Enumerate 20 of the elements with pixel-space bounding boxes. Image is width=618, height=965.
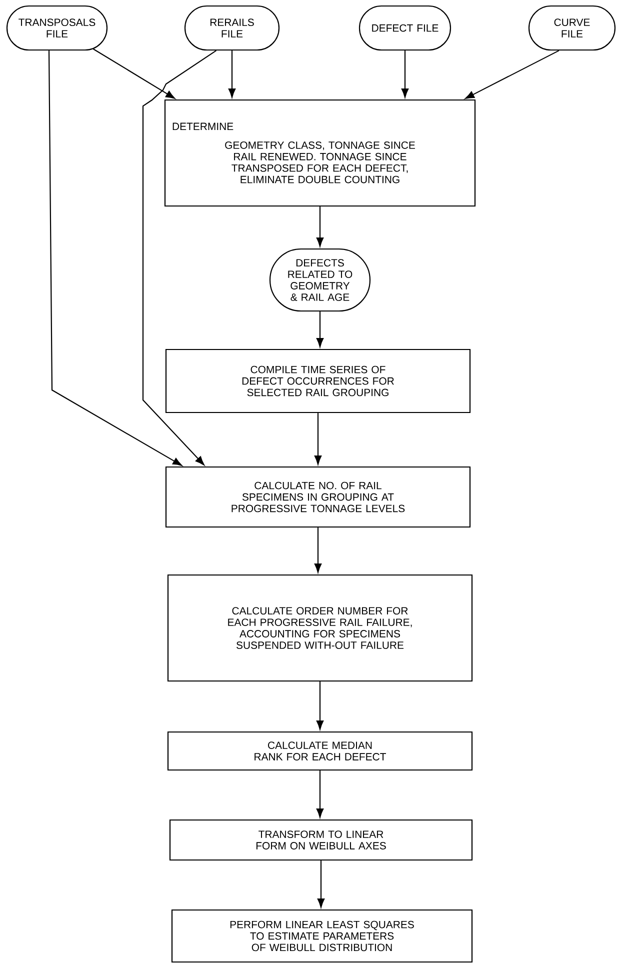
arrow bbox=[314, 413, 322, 465]
process-box: COMPILE TIME SERIES OF DEFECT OCCURRENCES FOR SELECTED RAIL GROUPING bbox=[165, 348, 471, 414]
process-box: CALCULATE ORDER NUMBER FOR EACH PROGRESSIVE RAIL FAILURE, ACCOUNTING FOR SPECIMENS SUSPENDED WITH-OUT FAILURE bbox=[167, 574, 473, 682]
arrow bbox=[316, 206, 324, 247]
arrow bbox=[316, 312, 324, 348]
arrow bbox=[316, 770, 324, 818]
arrow bbox=[314, 528, 322, 573]
process-box: TRANSFORM TO LINEAR FORM ON WEIBULL AXES bbox=[169, 819, 473, 861]
arrow bbox=[228, 50, 236, 98]
process-box: CALCULATE NO. OF RAIL SPECIMENS IN GROUPING AT PROGRESSIVE TONNAGE LEVELS bbox=[165, 466, 471, 528]
arrow bbox=[316, 682, 324, 730]
arrow bbox=[48, 50, 182, 466]
arrow bbox=[465, 50, 560, 99]
arrow bbox=[93, 48, 175, 99]
process-box: CALCULATE MEDIAN RANK FOR EACH DEFECT bbox=[167, 731, 473, 771]
arrow bbox=[317, 860, 325, 908]
arrow bbox=[142, 50, 217, 466]
arrow bbox=[401, 50, 409, 98]
process-box: DETERMINE GEOMETRY CLASS, TONNAGE SINCE RAIL RENEWED. TONNAGE SINCE TRANSPOSED FOR EACH DEFECT, ELIMINATE DOUBLE COUNTING bbox=[164, 99, 476, 207]
process-box: PERFORM LINEAR LEAST SQUARES TO ESTIMATE PARAMETERS OF WEIBULL DISTRIBUTION bbox=[171, 909, 473, 963]
